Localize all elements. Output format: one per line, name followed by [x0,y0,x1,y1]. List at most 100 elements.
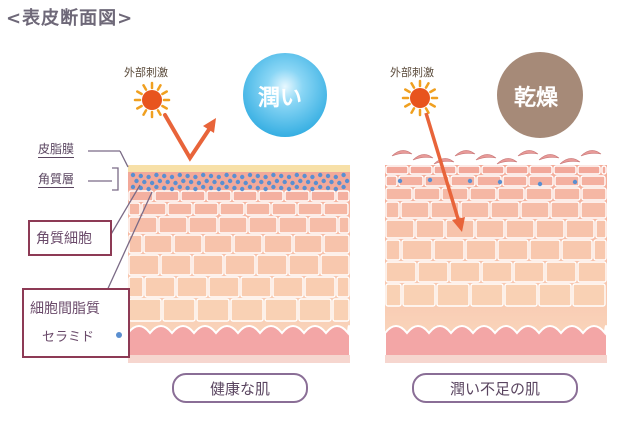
ceramide-dot [286,186,292,192]
skin-cell [553,187,581,201]
dry-flake [475,154,497,161]
skin-cell [288,254,320,276]
basal-layer [127,325,351,357]
skin-cell [601,165,607,175]
ceramide-dot [212,179,217,185]
ceramide-dot [318,172,323,178]
dry-flake [454,150,476,157]
ceramide-dot [169,186,175,192]
ceramide-dot [255,173,260,179]
ceramide-dot [177,172,182,178]
skin-cell [248,216,278,234]
ceramide-dot [157,178,163,184]
ceramide-dot [196,180,202,186]
ceramide-dot [341,172,346,178]
skin-cell [413,187,441,201]
skin-cell [577,165,601,175]
skin-cell [323,202,349,216]
skin-cell [505,165,529,175]
ceramide-dot [310,186,315,192]
skin-cell [502,175,528,187]
skin-cell [141,202,167,216]
dry-flake [538,154,560,161]
ceramide-dot [162,185,167,191]
ceramide-dot [333,186,338,192]
skin-cell [245,202,271,216]
skin-cell [167,202,193,216]
label-leader-lines [88,150,153,296]
ceramide-dot [294,184,299,190]
ceramide-dot [325,185,331,191]
ceramide-dot [337,180,342,186]
skin-cell [554,175,580,187]
skin-cell [572,283,606,307]
dry-skin-panel [384,150,608,357]
ceramide-dot [467,178,473,184]
ceramide-dot [146,174,151,180]
skin-cell [128,276,144,298]
skin-cell [450,175,476,187]
ceramide-dot [302,173,307,179]
ceramide-dot [279,185,284,191]
skin-cell [128,254,160,276]
ceramide-dot [149,180,155,186]
skin-cell [230,298,264,322]
skin-cell [298,298,332,322]
sun-icon [401,79,439,117]
dryness-badge [497,52,583,138]
skin-cell [529,165,553,175]
skin-cell [385,165,409,175]
ceramide-dot [427,177,433,183]
ceramide-dot [298,178,303,184]
skin-cell [180,190,206,202]
skin-cell [460,201,490,219]
skin-cell [206,190,232,202]
ceramide-dot [216,174,221,180]
skin-cell [401,239,433,261]
skin-cell [176,276,208,298]
sebum-layer [128,165,350,172]
ceramide-dot [208,185,214,191]
skin-cell [561,239,593,261]
dry-flake [517,150,539,157]
ceramide-dot [232,185,237,191]
dry-skin-flakes [391,150,602,187]
ceramide-dot [259,179,264,185]
skin-cell [593,239,607,261]
skin-cell [188,216,218,234]
sun-ray [429,102,436,108]
skin-cell [520,201,550,219]
caption-text: 健康な肌 [209,379,270,398]
skin-cell [476,175,502,187]
skin-cell [415,219,445,239]
skin-cell [158,216,188,234]
dry-flake [580,150,602,157]
ceramide-dot [232,173,237,179]
ceramide-dot [325,173,331,179]
intercellular-lipid-label: 細胞間脂質 [30,301,100,317]
ceramide-label: セラミド [42,330,95,345]
intercellular-lipid-label-box: 細胞間脂質 セラミド [22,288,130,358]
ceramide-dot [181,178,186,184]
ceramide-dot [255,185,260,191]
ceramide-dot [227,178,233,184]
ceramide-dot [344,178,350,184]
skin-cell [402,283,436,307]
skin-cell [240,276,272,298]
ceramide-dot [130,172,136,178]
skin-cell [193,202,219,216]
skin-cell [154,190,180,202]
skin-cell [293,234,323,254]
skin-cell [449,261,481,283]
skin-cell [173,234,203,254]
skin-cell [385,283,402,307]
ceramide-dot [240,174,245,180]
skin-cell [481,261,513,283]
ceramide-dot [208,173,214,179]
skin-cell [469,187,497,201]
skin-cell [284,190,310,202]
ceramide-dot [154,172,159,178]
ceramide-dot [321,178,326,184]
ceramide-dot [193,186,198,192]
skin-cell [278,216,308,234]
